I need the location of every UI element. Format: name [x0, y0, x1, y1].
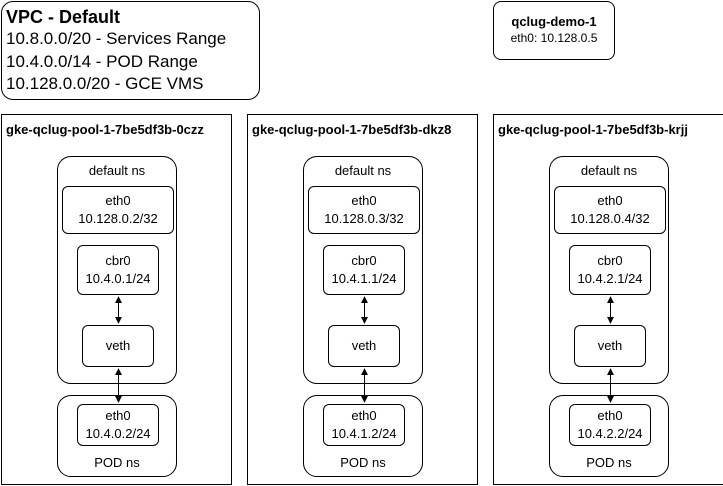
vpc-gce-vms-range: 10.128.0.0/20 - GCE VMS: [6, 74, 204, 93]
iface-name: cbr0: [105, 253, 131, 268]
vm-ip: eth0: 10.128.0.5: [510, 31, 598, 45]
veth-interface: veth: [574, 325, 646, 367]
veth-interface: veth: [82, 325, 154, 367]
node-eth0-interface: eth0 10.128.0.4/32: [554, 186, 666, 234]
vpc-title: VPC - Default: [6, 7, 121, 27]
veth-label: veth: [351, 338, 377, 353]
iface-name: eth0: [351, 193, 377, 208]
node-title: gke-qclug-pool-1-7be5df3b-dkz8: [252, 122, 452, 137]
pod-ns-label: POD ns: [586, 455, 632, 470]
default-ns-label: default ns: [580, 163, 638, 178]
veth-interface: veth: [328, 325, 400, 367]
vpc-pod-range: 10.4.0.0/14 - POD Range: [6, 51, 198, 71]
vm-box: qclug-demo-1 eth0: 10.128.0.5: [493, 1, 615, 60]
iface-name: eth0: [105, 193, 131, 208]
cbr0-bridge: cbr0 10.4.0.1/24: [77, 245, 159, 295]
iface-name: cbr0: [597, 253, 623, 268]
pod-eth0-interface: eth0 10.4.1.2/24: [323, 404, 405, 446]
cbr0-bridge: cbr0 10.4.1.1/24: [323, 245, 405, 295]
node-eth0-interface: eth0 10.128.0.3/32: [308, 186, 420, 234]
pod-eth0-interface: eth0 10.4.2.2/24: [569, 404, 651, 446]
iface-name: eth0: [105, 408, 131, 423]
iface-name: eth0: [597, 193, 623, 208]
default-ns-label: default ns: [334, 163, 392, 178]
iface-name: cbr0: [351, 253, 377, 268]
iface-ip: 10.4.2.1/24: [577, 271, 643, 286]
vpc-services-range: 10.8.0.0/20 - Services Range: [6, 29, 227, 48]
iface-ip: 10.4.2.2/24: [577, 426, 643, 441]
default-ns-label: default ns: [88, 163, 146, 178]
pod-ns-label: POD ns: [340, 455, 386, 470]
node-title: gke-qclug-pool-1-7be5df3b-0czz: [6, 122, 204, 137]
cbr0-bridge: cbr0 10.4.2.1/24: [569, 245, 651, 295]
iface-ip: 10.4.1.2/24: [331, 426, 397, 441]
veth-label: veth: [105, 338, 131, 353]
iface-ip: 10.128.0.3/32: [324, 211, 404, 226]
iface-ip: 10.4.0.1/24: [85, 271, 151, 286]
pod-ns-label: POD ns: [94, 455, 140, 470]
iface-name: eth0: [597, 408, 623, 423]
vm-name: qclug-demo-1: [511, 14, 597, 29]
iface-ip: 10.4.1.1/24: [331, 271, 397, 286]
node-title: gke-qclug-pool-1-7be5df3b-krjj: [498, 122, 688, 137]
pod-eth0-interface: eth0 10.4.0.2/24: [77, 404, 159, 446]
iface-ip: 10.128.0.4/32: [570, 211, 650, 226]
vpc-info-box: VPC - Default 10.8.0.0/20 - Services Ran…: [1, 1, 260, 100]
iface-ip: 10.4.0.2/24: [85, 426, 151, 441]
veth-label: veth: [597, 338, 623, 353]
node-eth0-interface: eth0 10.128.0.2/32: [62, 186, 174, 234]
iface-ip: 10.128.0.2/32: [78, 211, 158, 226]
iface-name: eth0: [351, 408, 377, 423]
